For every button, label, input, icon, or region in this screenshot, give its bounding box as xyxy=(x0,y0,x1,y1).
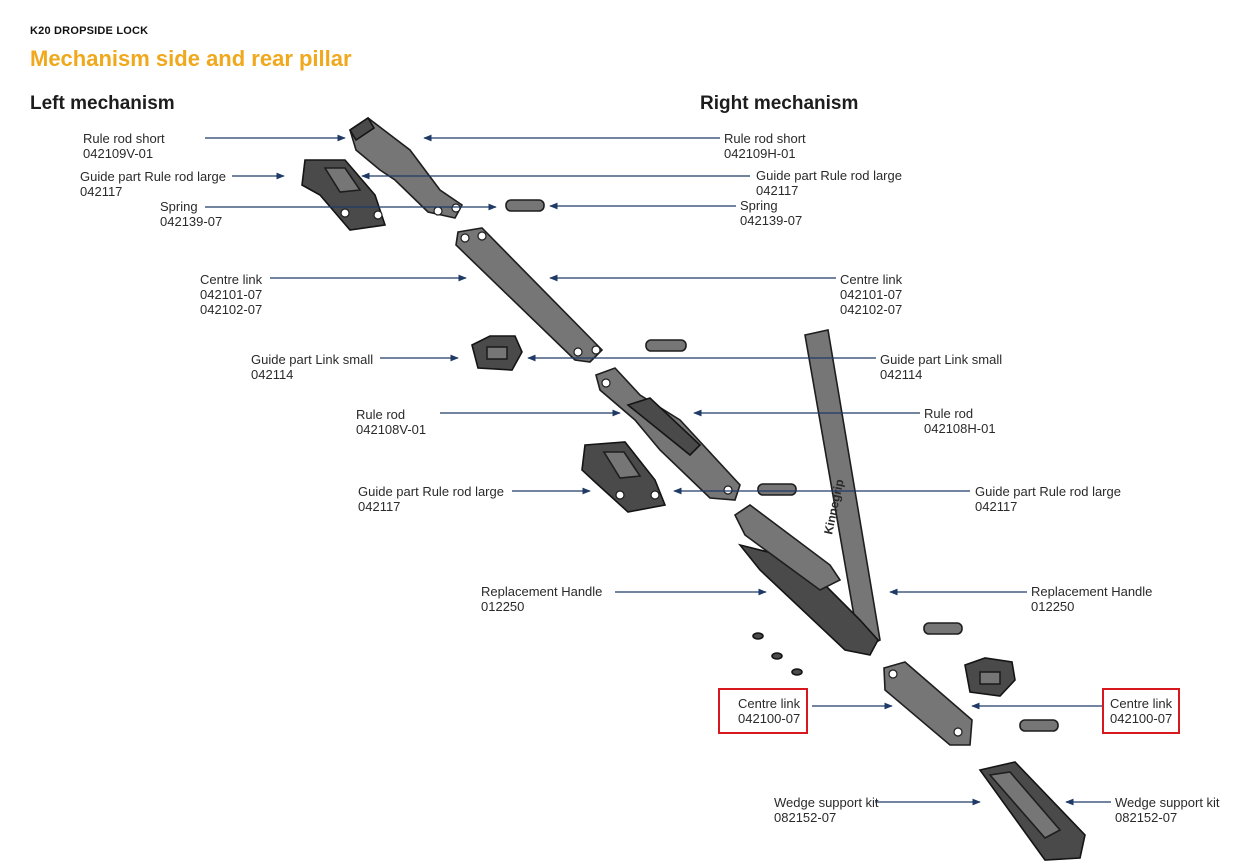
left-label-centre-link-short-highlighted: Centre link 042100-07 xyxy=(718,688,809,734)
label-code: 042101-07 xyxy=(840,287,903,302)
left-label-rule-rod-short: Rule rod short 042109V-01 xyxy=(83,131,165,161)
label-code-2: 042102-07 xyxy=(840,302,903,317)
guide-part-rule-rod-large-middle xyxy=(581,441,667,513)
label-name: Rule rod xyxy=(924,406,974,421)
right-label-rule-rod-short: Rule rod short 042109H-01 xyxy=(724,131,806,161)
left-label-centre-link-long: Centre link 042101-07 042102-07 xyxy=(200,272,262,317)
label-code: 042114 xyxy=(251,367,294,382)
label-code: 042108V-01 xyxy=(356,422,427,437)
label-code: 042117 xyxy=(80,184,123,199)
guide-part-lower-part xyxy=(964,657,1016,697)
label-code: 042117 xyxy=(358,499,401,514)
left-column-heading: Left mechanism xyxy=(30,93,175,114)
rule-rod-part xyxy=(595,367,741,501)
page-title: Mechanism side and rear pillar xyxy=(30,46,352,71)
right-label-centre-link-short-highlighted: Centre link 042100-07 xyxy=(1102,688,1181,734)
spring-lower xyxy=(923,622,963,635)
label-name: Guide part Link small xyxy=(880,352,1003,367)
label-name: Guide part Rule rod large xyxy=(80,169,226,184)
rule-rod-short-part xyxy=(348,116,464,219)
label-name: Rule rod short xyxy=(83,131,165,146)
right-label-wedge-support-kit: Wedge support kit 082152-07 xyxy=(1115,795,1220,825)
label-name: Guide part Rule rod large xyxy=(358,484,504,499)
guide-part-rule-rod-large-top xyxy=(301,159,387,231)
left-label-rule-rod: Rule rod 042108V-01 xyxy=(356,407,426,437)
document-eyebrow: K20 DROPSIDE LOCK xyxy=(30,25,149,37)
label-code: 012250 xyxy=(1031,599,1075,614)
label-code: 042139-07 xyxy=(740,213,803,228)
label-name: Centre link xyxy=(840,272,903,287)
label-name: Spring xyxy=(740,198,778,213)
label-name: Replacement Handle xyxy=(481,584,603,599)
spring-bottom xyxy=(1019,719,1059,732)
label-code: 042114 xyxy=(880,367,923,382)
label-code: 042100-07 xyxy=(1110,711,1173,726)
label-name: Centre link xyxy=(1110,696,1173,711)
label-code: 042108H-01 xyxy=(924,421,996,436)
label-code: 082152-07 xyxy=(774,810,837,825)
label-code: 042100-07 xyxy=(738,711,801,726)
centre-link-long-part xyxy=(455,227,604,363)
left-label-wedge-support-kit: Wedge support kit 082152-07 xyxy=(774,795,879,825)
right-label-replacement-handle: Replacement Handle 012250 xyxy=(1031,584,1152,614)
label-name: Centre link xyxy=(738,696,801,711)
wedge-support-kit-part xyxy=(978,761,1086,861)
guide-part-link-small-part xyxy=(471,335,523,371)
right-label-guide-part-rule-rod-large-top: Guide part Rule rod large 042117 xyxy=(756,168,902,198)
label-name: Rule rod xyxy=(356,407,406,422)
screws-part xyxy=(752,632,803,676)
label-code: 012250 xyxy=(481,599,525,614)
label-name: Rule rod short xyxy=(724,131,806,146)
label-code-2: 042102-07 xyxy=(200,302,263,317)
right-label-rule-rod: Rule rod 042108H-01 xyxy=(924,406,996,436)
label-code: 042109H-01 xyxy=(724,146,796,161)
label-name: Centre link xyxy=(200,272,263,287)
centre-link-short-part xyxy=(883,661,973,746)
left-label-replacement-handle: Replacement Handle 012250 xyxy=(481,584,602,614)
label-name: Guide part Rule rod large xyxy=(756,168,902,183)
label-code: 042139-07 xyxy=(160,214,223,229)
right-column-heading: Right mechanism xyxy=(700,93,859,114)
spring-handle-level xyxy=(757,483,797,496)
label-code: 042109V-01 xyxy=(83,146,154,161)
label-code: 042117 xyxy=(756,183,799,198)
label-name: Guide part Rule rod large xyxy=(975,484,1121,499)
right-label-guide-part-rule-rod-large-middle: Guide part Rule rod large 042117 xyxy=(975,484,1121,514)
label-name: Guide part Link small xyxy=(251,352,374,367)
left-label-spring: Spring 042139-07 xyxy=(160,199,222,229)
right-label-centre-link-long: Centre link 042101-07 042102-07 xyxy=(840,272,902,317)
spring-middle xyxy=(645,339,687,352)
label-code: 042101-07 xyxy=(200,287,263,302)
label-name: Spring xyxy=(160,199,198,214)
replacement-handle-part: Kinnegrip xyxy=(733,329,881,656)
label-code: 082152-07 xyxy=(1115,810,1178,825)
label-name: Wedge support kit xyxy=(1115,795,1220,810)
label-code: 042117 xyxy=(975,499,1018,514)
left-label-guide-part-link-small: Guide part Link small 042114 xyxy=(251,352,373,382)
label-name: Replacement Handle xyxy=(1031,584,1153,599)
right-label-spring: Spring 042139-07 xyxy=(740,198,802,228)
label-name: Wedge support kit xyxy=(774,795,879,810)
spring-top xyxy=(505,199,545,212)
left-label-guide-part-rule-rod-large-top: Guide part Rule rod large 042117 xyxy=(80,169,226,199)
left-label-guide-part-rule-rod-large-middle: Guide part Rule rod large 042117 xyxy=(358,484,504,514)
right-label-guide-part-link-small: Guide part Link small 042114 xyxy=(880,352,1002,382)
